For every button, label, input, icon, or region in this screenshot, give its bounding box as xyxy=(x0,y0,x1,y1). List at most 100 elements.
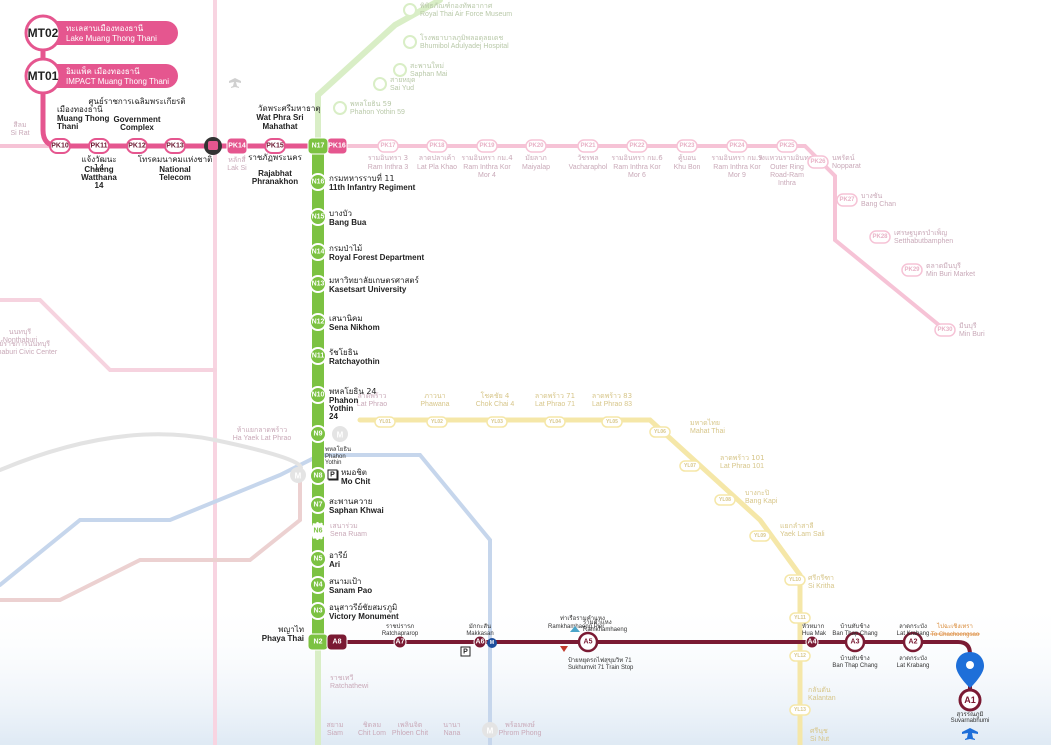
station-code: A6 xyxy=(476,639,485,646)
station-name-en: Min Buri xyxy=(959,331,985,338)
station-name-th: ทะเลสาบเมืองทองธานี xyxy=(66,24,144,33)
svg-text:P: P xyxy=(330,472,335,479)
station-name-en: Royal Forest Department xyxy=(329,253,424,262)
station-name-th: สุวรรณภูมิ xyxy=(957,711,984,718)
parking-icon: P xyxy=(327,469,338,480)
station-name-th: ป้ายหยุดรถไฟสุขุมวิท 71 xyxy=(568,656,632,664)
station-name-en: Sena Ruam xyxy=(330,531,367,538)
pink-line-faded-east xyxy=(338,144,947,332)
station-name-th: วัชรพล xyxy=(577,154,598,162)
green-station-n17[interactable]: N17 xyxy=(307,137,329,155)
station-name-th: ศรีนุช xyxy=(810,727,828,735)
station-code: PK22 xyxy=(629,143,645,149)
airport-station-a8[interactable]: A8 xyxy=(326,633,348,651)
location-pin-icon[interactable] xyxy=(956,652,984,688)
station-name-th: ศูนย์ราชการเฉลิมพระเกียรติ xyxy=(88,96,185,107)
station-code: PK15 xyxy=(266,143,284,150)
station-name-en: Si Nut xyxy=(810,736,829,743)
airport-icon xyxy=(962,724,978,740)
bottom-fade xyxy=(0,600,1051,745)
station-name-en: IMPACT Muang Thong Thani xyxy=(66,77,169,86)
faded-yellow-code: YL06 xyxy=(649,426,671,438)
station-name-en: Sanam Pao xyxy=(329,586,372,595)
station-code: PK30 xyxy=(937,327,953,333)
station-name-en: Ha Yaek Lat Phrao xyxy=(233,435,292,442)
station-code: A2 xyxy=(909,639,918,646)
station-name-en: Si Kritha xyxy=(808,583,835,590)
faded-yellow-station: แยกลำสาลีYaek Lam Sali xyxy=(780,522,825,538)
station-name-th: รามอินทรา กม.9 xyxy=(711,154,762,162)
station-code: YL05 xyxy=(606,419,618,425)
faded-yellow-code: YL13 xyxy=(789,704,811,716)
faded-yellow-code: YL04 xyxy=(544,416,566,428)
station-code: N6 xyxy=(314,528,323,535)
station-name-th: หลักสี่ xyxy=(228,155,246,164)
station-name-en: Ramkhamhaeng xyxy=(583,627,627,633)
airport-station-a1[interactable]: A1สุวรรณภูมิSuvarnabhumi xyxy=(951,688,990,724)
station-code: PK16 xyxy=(328,143,346,150)
station-name-th: มหาวิทยาลัยเกษตรศาสตร์ xyxy=(329,275,420,285)
pink-station-pk12[interactable]: PK12ศูนย์ราชการเฉลิมพระเกียรติGovernment… xyxy=(88,96,186,154)
station-name-en: Sena Nikhom xyxy=(329,323,380,332)
station-name-en: Kalantan xyxy=(808,695,836,702)
station-code: YL12 xyxy=(794,653,806,659)
station-code: PK13 xyxy=(166,143,184,150)
station-name-en: Bang Chan xyxy=(861,201,896,208)
label-en: To Chachoengsao xyxy=(931,632,980,638)
station-name-en: Lat Krabang xyxy=(897,631,930,637)
station-code: PK11 xyxy=(90,143,107,150)
station-name-th: นนทบุรี xyxy=(9,328,32,336)
station-code: PK29 xyxy=(904,267,920,273)
station-name-th: โทรคมนาคมแห่งชาติ xyxy=(138,154,213,164)
station-code: N8 xyxy=(314,473,323,480)
station-name-th: บ้านทับช้าง xyxy=(840,623,869,630)
station-code: MT01 xyxy=(28,69,59,83)
station-name-th: บางบัว xyxy=(329,209,352,218)
station-name-en: Siam xyxy=(327,730,343,737)
